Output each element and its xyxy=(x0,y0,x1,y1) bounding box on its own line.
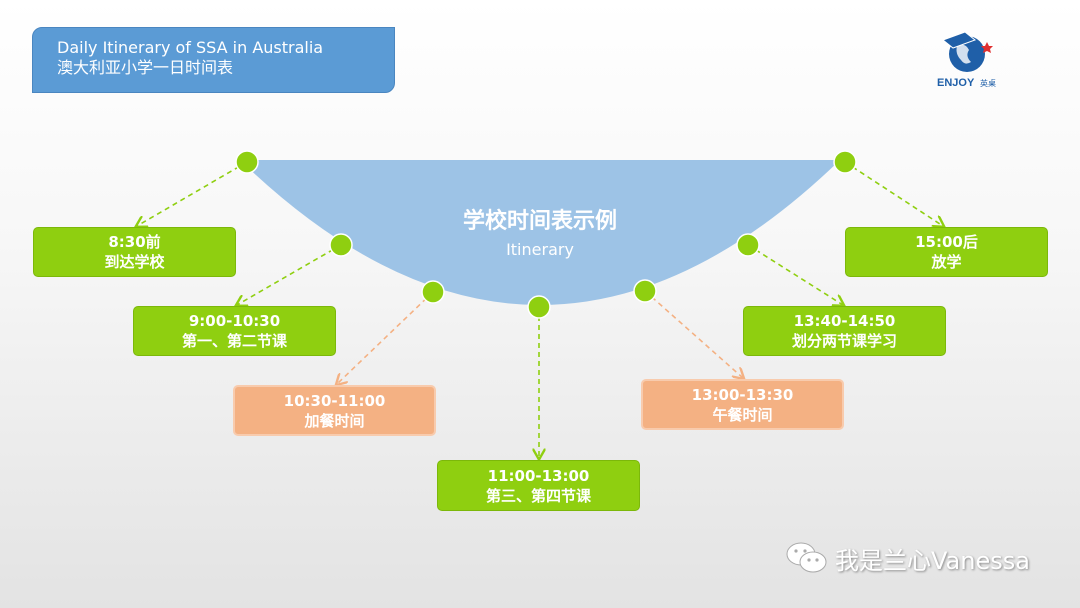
box-label: 放学 xyxy=(931,253,962,271)
box-label: 到达学校 xyxy=(104,253,165,271)
node-dot xyxy=(633,279,657,303)
schedule-box-dismissal: 15:00后放学 xyxy=(845,227,1048,277)
svg-text:英桌: 英桌 xyxy=(980,78,996,88)
connector-5 xyxy=(644,290,743,378)
enjoy-logo: ENJOY 英桌 xyxy=(935,28,1005,90)
node-dot xyxy=(833,150,857,174)
half-disc xyxy=(240,160,840,305)
connector-1 xyxy=(137,161,248,226)
box-time: 9:00-10:30 xyxy=(188,312,281,330)
watermark: 我是兰心Vanessa xyxy=(785,540,1030,576)
node-dot xyxy=(421,280,445,304)
connector-6 xyxy=(747,244,843,305)
watermark-text: 我是兰心Vanessa xyxy=(835,546,1030,575)
box-time: 11:00-13:00 xyxy=(487,466,590,485)
svg-text:ENJOY: ENJOY xyxy=(937,77,975,89)
box-time: 13:00-13:30 xyxy=(691,385,794,404)
connector-7 xyxy=(844,161,943,226)
schedule-box-class-1-2: 9:00-10:30 第一、第二节课 xyxy=(133,306,336,356)
node-dot xyxy=(329,233,353,257)
box-label: 第一、第二节课 xyxy=(181,332,287,350)
schedule-box-afternoon: 13:40-14:50 划分两节课学习 xyxy=(743,306,946,356)
box-time: 8:30前 xyxy=(108,233,161,251)
center-subtitle: Itinerary xyxy=(506,240,574,259)
node-dot xyxy=(527,295,551,319)
box-label: 加餐时间 xyxy=(304,411,365,430)
connector-3 xyxy=(337,291,434,384)
center-title: 学校时间表示例 xyxy=(462,209,617,234)
title-cn: 澳大利亚小学一日时间表 xyxy=(57,58,234,77)
box-label: 午餐时间 xyxy=(712,405,773,424)
wechat-icon xyxy=(786,542,827,573)
box-time: 15:00后 xyxy=(915,233,978,251)
node-dot xyxy=(736,233,760,257)
title-box: Daily Itinerary of SSA in Australia 澳大利亚… xyxy=(32,27,395,93)
box-time: 13:40-14:50 xyxy=(793,312,896,330)
box-time: 10:30-11:00 xyxy=(283,391,386,410)
node-dot xyxy=(235,150,259,174)
box-label: 划分两节课学习 xyxy=(791,332,897,350)
schedule-box-arrival: 8:30前到达学校 xyxy=(33,227,236,277)
title-en: Daily Itinerary of SSA in Australia xyxy=(57,38,324,57)
box-label: 第三、第四节课 xyxy=(485,486,591,505)
connector-2 xyxy=(237,244,342,305)
